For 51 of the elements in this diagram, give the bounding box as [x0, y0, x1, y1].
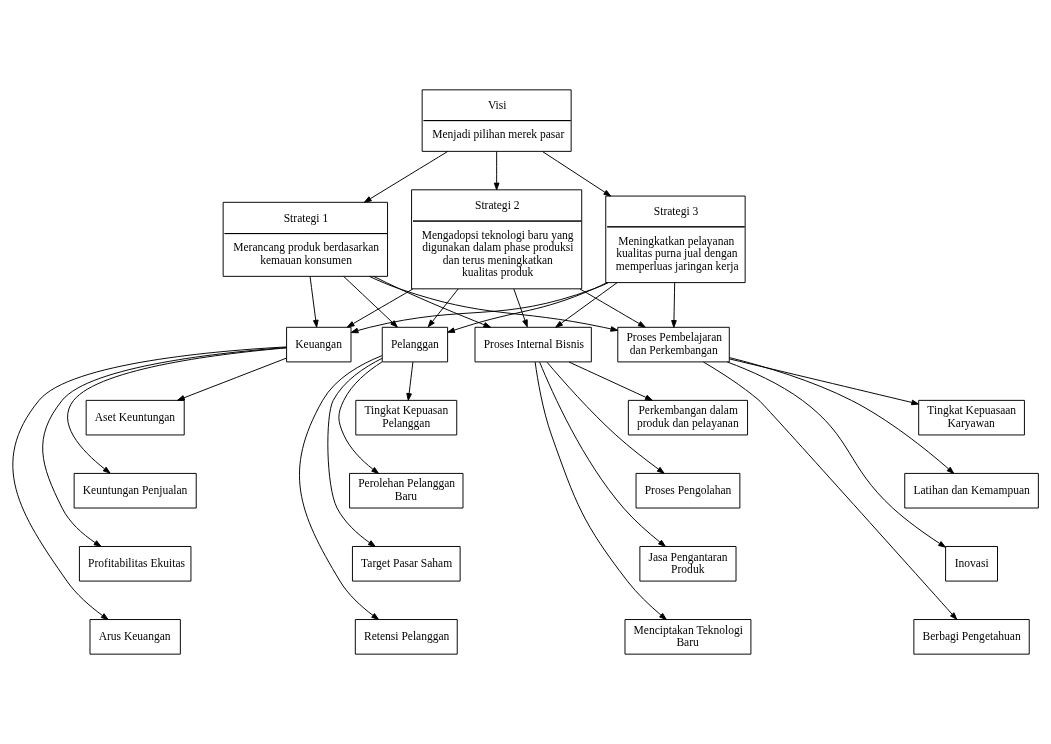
arrow — [447, 282, 608, 333]
arrow — [568, 361, 653, 401]
arrow — [406, 361, 414, 401]
node-box: Jasa Pengantaran Produk — [639, 546, 737, 582]
arrow — [671, 282, 677, 328]
arrow — [726, 361, 946, 548]
arrow — [363, 151, 449, 203]
node-box: Proses Pengolahan — [635, 472, 741, 509]
node-box: Proses Internal Bisnis — [474, 326, 592, 363]
arrow — [542, 151, 612, 197]
arrow — [309, 275, 319, 328]
node-box: Inovasi — [945, 546, 998, 582]
arrow — [539, 361, 666, 547]
arrow — [346, 288, 414, 328]
arrow — [67, 347, 287, 474]
arrow — [343, 275, 398, 328]
arrow — [729, 358, 919, 406]
node-box: Proses Pembelajaran dan Perkembangan — [617, 326, 730, 363]
arrow — [373, 275, 492, 328]
node-box: Berbagi Pengetahuan — [913, 619, 1030, 655]
node-box: Latihan dan Kemampuan — [904, 472, 1039, 509]
arrow — [338, 361, 383, 474]
node-box: Keuntungan Penjualan — [73, 472, 197, 509]
node-box: Tingkat Kepuasaan Karyawan — [918, 399, 1025, 436]
arrow — [12, 346, 287, 620]
arrow — [327, 357, 383, 547]
node-box: Arus Keuangan — [89, 619, 181, 655]
node-box: Keuangan — [286, 326, 352, 363]
node-box: Tingkat Kepuasan Pelanggan — [355, 399, 458, 436]
arrow — [42, 347, 288, 547]
node-box: Retensi Pelanggan — [354, 619, 458, 655]
node-box: Menciptakan Teknologi Baru — [624, 619, 752, 655]
arrow — [299, 355, 383, 620]
arrow — [555, 282, 618, 328]
arrow — [702, 361, 958, 620]
arrow — [493, 151, 500, 191]
arrow — [177, 357, 287, 401]
arrow — [368, 275, 619, 332]
node-box: Perolehan Pelanggan Baru — [349, 472, 464, 509]
arrow — [513, 288, 528, 328]
node-box: Perkembangan dalam produk dan pelayanan — [627, 399, 749, 436]
arrow — [534, 361, 667, 620]
node-box: Target Pasar Saham — [351, 546, 461, 582]
arrow — [729, 357, 955, 474]
arrow — [427, 288, 459, 328]
arrow — [546, 361, 665, 474]
node-box: Profitabilitas Ekuitas — [78, 546, 192, 582]
node-box: Pelanggan — [381, 326, 449, 363]
arrow — [579, 288, 646, 328]
node-box: Aset Keuntungan — [85, 399, 185, 436]
arrow — [350, 282, 609, 334]
